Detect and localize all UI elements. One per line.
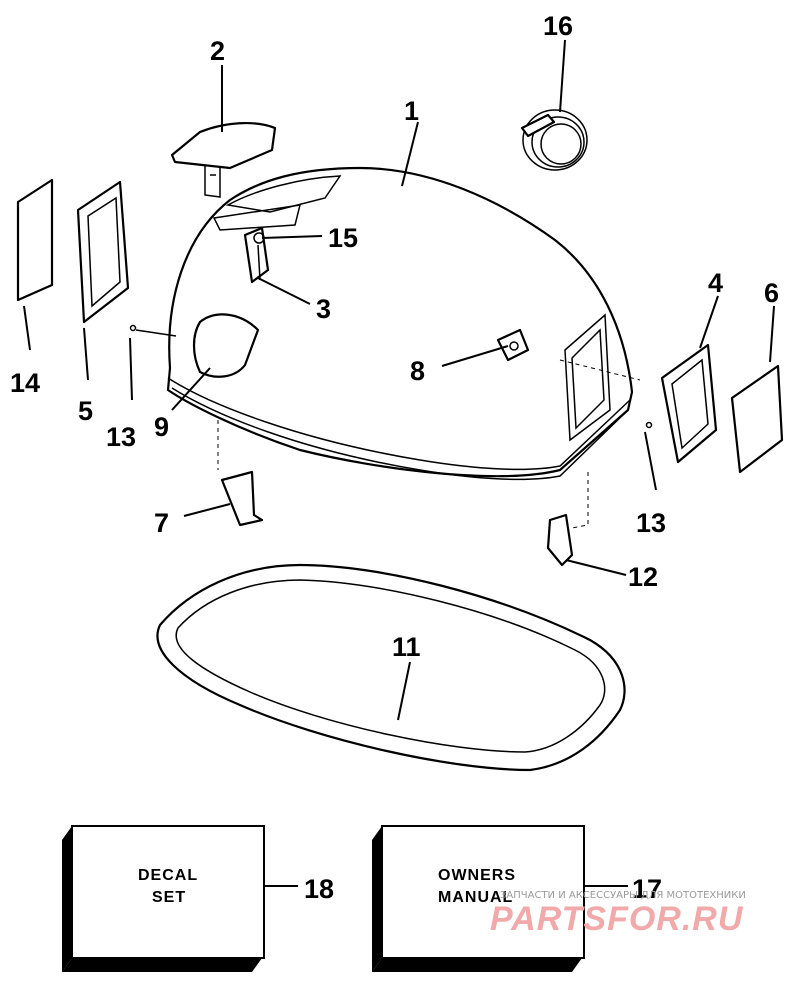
callout-12: 12	[628, 562, 658, 592]
callout-15: 15	[328, 223, 358, 253]
callout-11: 11	[392, 632, 421, 662]
callout-2: 2	[210, 36, 225, 66]
owners-manual-label-line2: MANUAL	[438, 889, 513, 906]
callout-labels: 1 2 16 15 3 4 6 14 5 13 9 8 13 7 12 11 1…	[10, 11, 779, 904]
callout-14: 14	[10, 368, 40, 398]
latch-bolt-part	[243, 226, 270, 284]
decal-set-label-line1: DECAL	[138, 867, 198, 884]
callout-13-right: 13	[636, 508, 666, 538]
cable-part	[520, 109, 588, 171]
callout-9: 9	[154, 412, 169, 442]
grommet-part	[496, 328, 530, 362]
callout-4: 4	[708, 268, 723, 298]
left-vent-parts	[16, 178, 177, 337]
callout-17: 17	[632, 874, 662, 904]
access-cover-part	[170, 121, 277, 198]
callout-18: 18	[304, 874, 334, 904]
callout-5: 5	[78, 396, 93, 426]
insulation-pad-part	[192, 313, 260, 378]
callout-8: 8	[410, 356, 425, 386]
right-vent-parts	[645, 343, 784, 474]
watermark-tagline: ЗАПЧАСТИ И АКСЕССУАРЫ ДЛЯ МОТОТЕХНИКИ	[500, 890, 746, 901]
engine-cover-part	[166, 166, 641, 481]
watermark: ЗАПЧАСТИ И АКСЕССУАРЫ ДЛЯ МОТОТЕХНИКИ PA…	[490, 890, 746, 938]
owners-manual-box: OWNERS MANUAL	[372, 825, 585, 972]
callout-7: 7	[154, 508, 169, 538]
watermark-logo: PARTSFOR.RU	[490, 900, 744, 938]
seal-part	[156, 563, 626, 772]
decal-set-box: DECAL SET	[62, 825, 265, 972]
owners-manual-label-line1: OWNERS	[438, 867, 516, 884]
leader-lines	[23, 39, 775, 887]
callout-3: 3	[316, 294, 331, 324]
callout-1: 1	[404, 96, 419, 126]
callout-13-left: 13	[106, 422, 136, 452]
callout-16: 16	[543, 11, 573, 41]
callout-6: 6	[764, 278, 779, 308]
decal-set-label-line2: SET	[152, 889, 186, 906]
